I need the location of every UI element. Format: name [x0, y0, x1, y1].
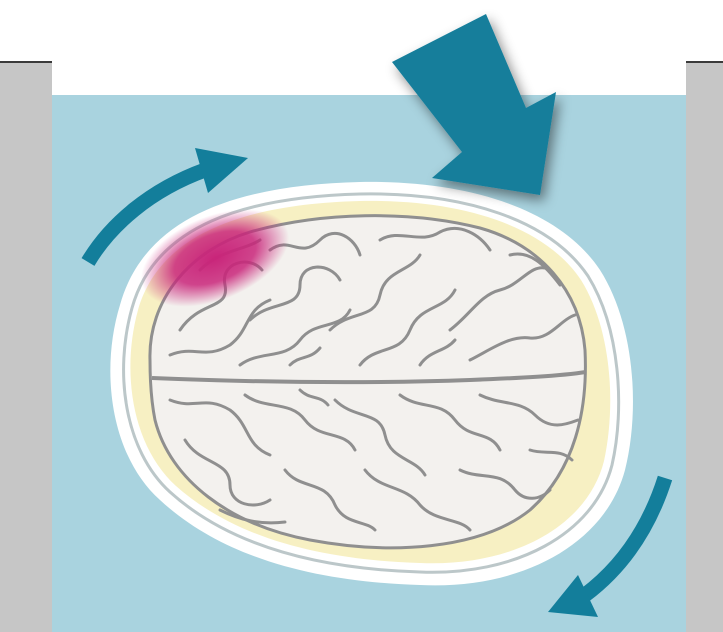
figure-canvas	[0, 0, 723, 632]
brain-injury-illustration	[0, 0, 723, 632]
